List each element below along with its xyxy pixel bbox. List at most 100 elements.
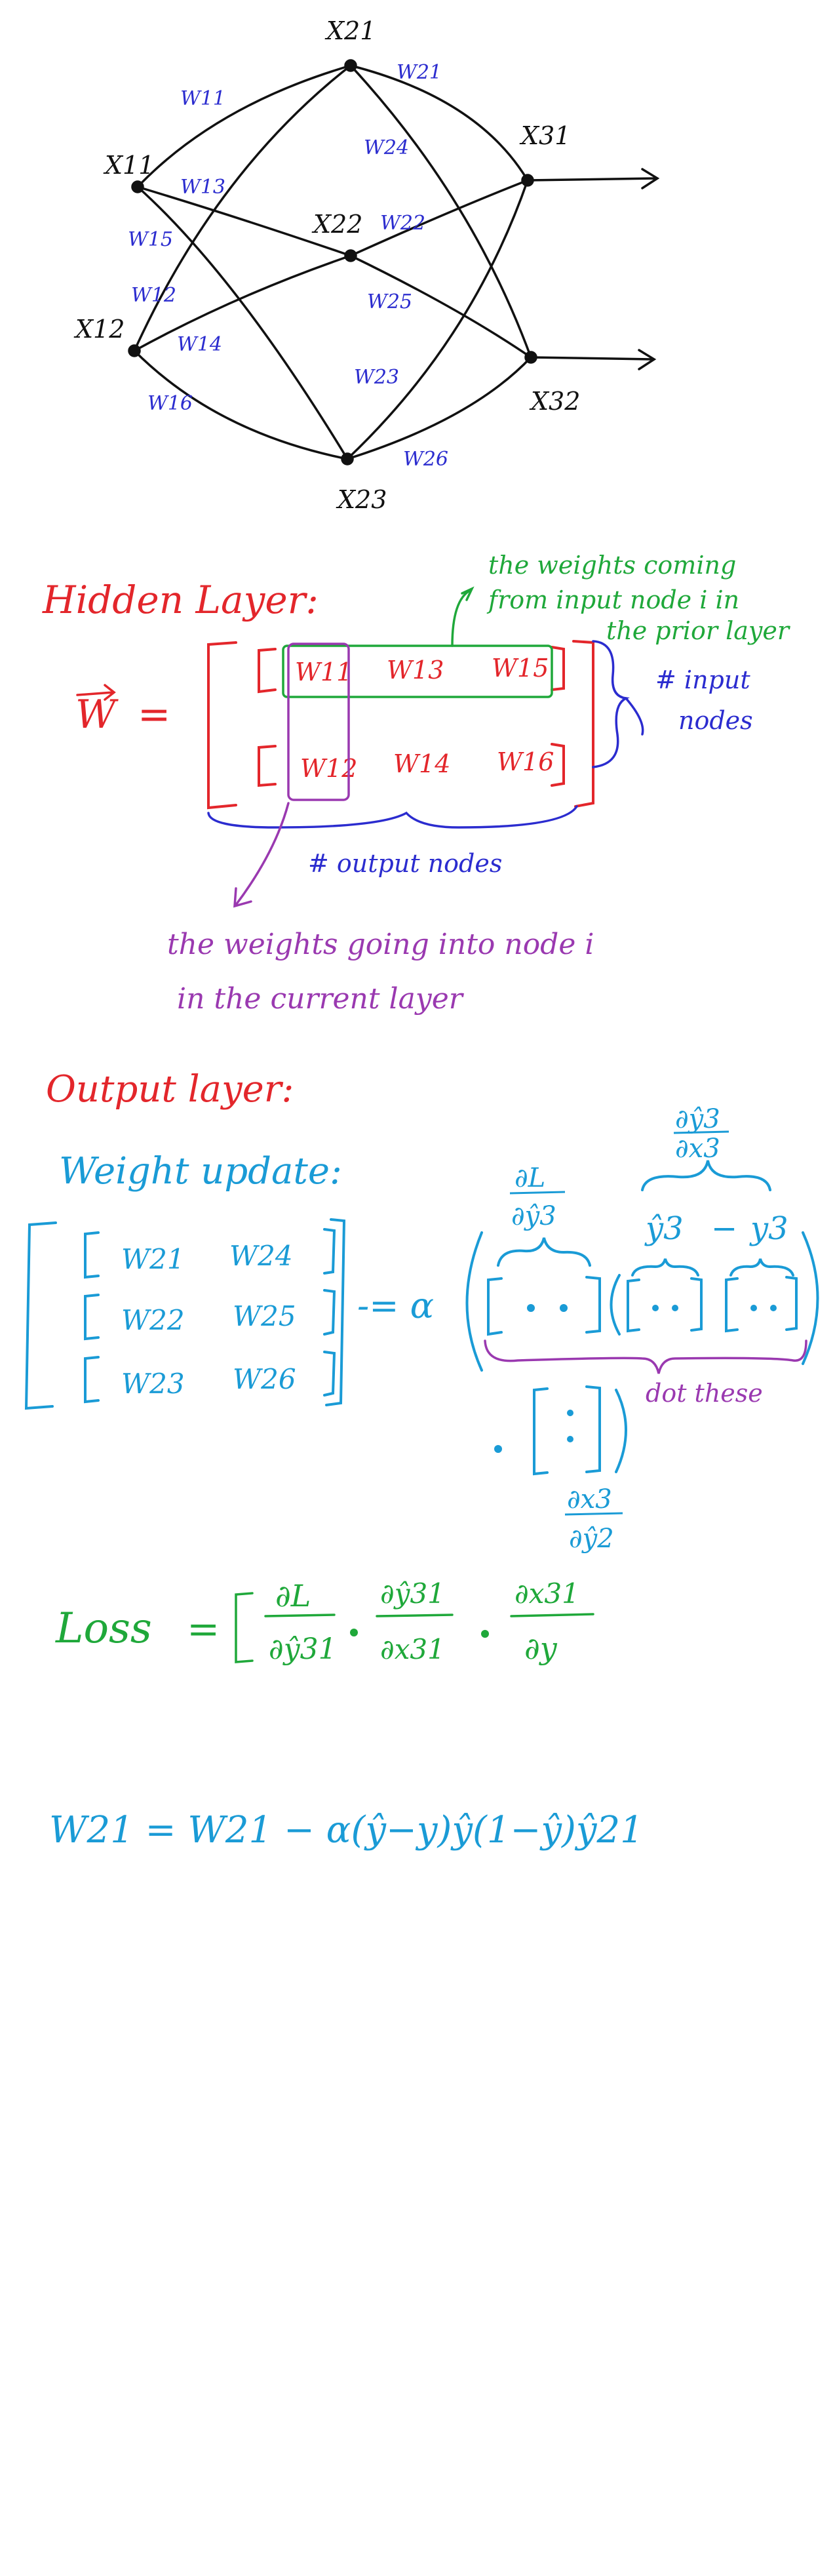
dot-these-label: dot these [646,1379,763,1408]
loss-t2-num: ∂ŷ31 [380,1577,445,1610]
hidden-layer-title: Hidden Layer: [42,578,319,622]
column-vector-dot-1 [567,1410,573,1416]
column-vector-bracket-left [533,1387,549,1476]
y-small-brace [729,1258,794,1277]
input-nodes-line1: # input [655,665,750,694]
node-x31 [521,174,534,187]
node-x22 [344,249,357,262]
weight-w25: W25 [367,290,412,313]
weight-w14: W14 [177,333,222,356]
big-paren-right [802,1231,819,1365]
update-outer-bracket-left [24,1221,57,1410]
outer-bracket-left [207,641,237,810]
yhat-bracket-right [690,1277,703,1332]
purple-note-line2: in the current layer [177,982,465,1016]
yhat-small-brace [631,1258,699,1277]
y-dot-1 [750,1305,757,1311]
green-note-line2: from input node i in [486,585,739,614]
update-row3-bracket-right [323,1351,336,1397]
hidden-w14: W14 [393,749,450,778]
update-w25: W25 [233,1300,296,1332]
update-w24: W24 [229,1240,293,1272]
output-nodes-label: # output nodes [308,849,502,878]
edge-x12-x21 [133,64,352,352]
weight-w12: W12 [131,284,176,307]
inner-paren-left [610,1274,621,1336]
purple-note-line1: the weights going into node i [167,928,594,961]
update-w23: W23 [121,1368,185,1400]
weight-w26: W26 [403,448,448,471]
loss-dot-1 [350,1629,358,1636]
dot-product-symbol [494,1445,502,1453]
row-vector-dot-1 [527,1304,535,1312]
loss-t2-bar [376,1614,454,1617]
update-equals-alpha: -= α [357,1285,434,1326]
green-note-line3: the prior layer [606,616,791,645]
label-x32: X32 [529,387,580,416]
yhat3-term: ŷ3 [644,1210,684,1247]
vector-arrow-icon [76,684,116,701]
y-bracket-right [785,1276,798,1331]
label-x31: X31 [519,121,570,150]
edge-x23-x32 [346,356,532,460]
dy3-brace [641,1160,771,1191]
output-nodes-brace [207,805,578,829]
output-arrow-x32 [530,349,657,370]
yhat-dot-1 [652,1305,659,1311]
column-vector-dot-2 [567,1436,573,1442]
dL-fraction-bar [509,1191,566,1195]
update-w26: W26 [233,1363,296,1395]
dx3-numerator: ∂x3 [567,1484,612,1515]
network-diagram [128,59,660,466]
dL-brace [497,1237,591,1267]
label-x22: X22 [311,210,362,239]
loss-bracket-left [235,1592,254,1663]
loss-t2-den: ∂x31 [380,1633,445,1665]
node-x12 [128,344,141,357]
hidden-equals: = [138,692,170,738]
input-nodes-brace-tail [625,697,644,736]
edge-x11-x22 [136,186,352,257]
weight-w24: W24 [364,136,409,159]
edge-x21-x32 [349,64,532,359]
y-bracket-left [725,1277,739,1333]
minus-sign: − [711,1210,737,1247]
edge-x23-x31 [346,179,529,460]
edge-x22-x31 [349,179,529,257]
purple-arrow-icon [233,802,290,908]
update-equation: W21 = W21 − α(ŷ−y)ŷ(1−ŷ)ŷ21 [49,1809,644,1852]
row-vector-dot-2 [560,1304,568,1312]
update-row2-bracket-right [323,1289,336,1336]
weight-update-label: Weight update: [59,1150,342,1193]
dx3-fraction-bar [564,1512,623,1516]
loss-label: Loss [55,1604,152,1653]
row-highlight-box [282,644,553,698]
dy2-denominator: ∂ŷ2 [569,1524,614,1554]
column-highlight-box [287,643,350,801]
loss-t3-num: ∂x31 [515,1577,579,1610]
loss-equals: = [187,1606,220,1652]
output-layer-section: Output layer: Weight update: W21 W24 W22… [24,1068,819,1554]
update-outer-bracket-right [325,1218,346,1406]
dL-denominator: ∂ŷ3 [511,1201,556,1231]
update-w22: W22 [121,1304,185,1336]
update-row2-bracket-left [84,1294,100,1341]
input-nodes-line2: nodes [678,706,753,735]
weight-w13: W13 [180,176,225,199]
column-vector-bracket-right [585,1385,601,1473]
weights-symbol: W [75,692,119,738]
row2-bracket-right [551,743,565,787]
dx3-denominator: ∂x3 [675,1134,720,1164]
edge-x21-x31 [349,64,529,182]
output-arrow-x31 [526,168,660,189]
dL-numerator: ∂L [515,1163,545,1193]
loss-t1-den: ∂ŷ31 [269,1633,337,1666]
label-x21: X21 [324,16,376,45]
row-vector-bracket-left [487,1277,503,1336]
weight-w11: W11 [180,87,225,110]
y3-term: y3 [749,1210,788,1247]
big-paren-left [465,1231,483,1372]
row1-bracket-left [258,648,277,694]
update-row3-bracket-left [84,1356,100,1404]
loss-t3-den: ∂y [524,1631,558,1666]
